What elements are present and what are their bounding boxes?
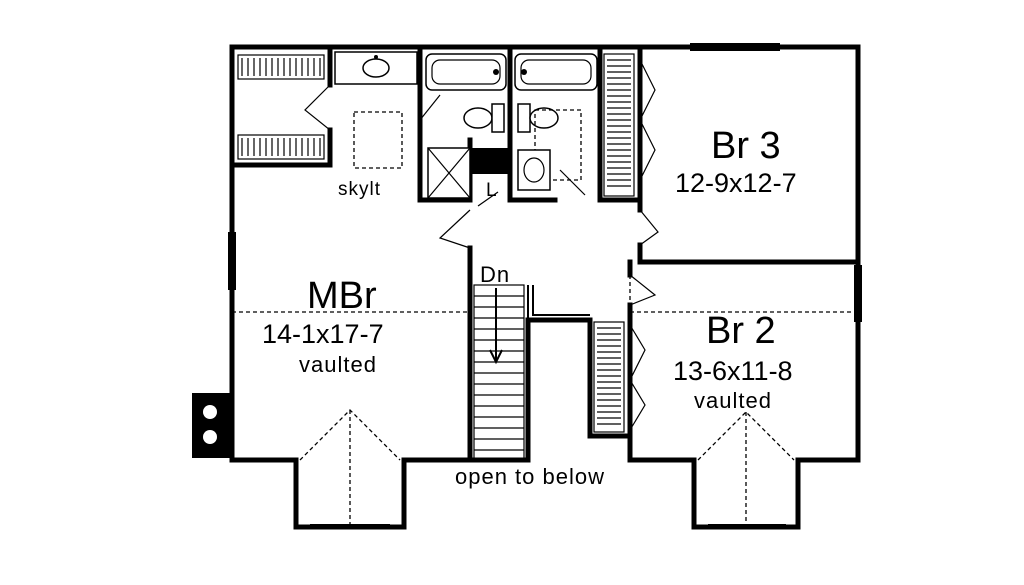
bath1-fixtures	[419, 53, 510, 199]
mbr-name: MBr	[307, 275, 377, 317]
vault-lines	[232, 275, 858, 527]
exterior-walls	[228, 43, 862, 530]
open-to-below: open to below	[455, 464, 605, 489]
stairs	[473, 284, 525, 461]
skylight-label: skylt	[338, 179, 381, 200]
br2-size: 13-6x11-8	[673, 356, 793, 386]
mbr-size: 14-1x17-7	[262, 319, 384, 349]
bath2-fixtures	[514, 53, 598, 196]
br3-name: Br 3	[711, 125, 781, 167]
br2-closet	[593, 321, 646, 433]
closet-shelves	[237, 54, 325, 160]
chimney	[192, 393, 232, 458]
closet-door	[304, 84, 331, 131]
mbr-note: vaulted	[299, 352, 377, 377]
br2-note: vaulted	[694, 388, 772, 413]
br3-size: 12-9x12-7	[675, 168, 797, 198]
hall-doors	[438, 209, 659, 306]
linen-door	[477, 191, 499, 207]
vanity-sink	[334, 51, 418, 85]
br3-closet	[603, 53, 656, 197]
br2-name: Br 2	[706, 310, 776, 352]
skylight	[353, 111, 403, 169]
stair-direction: Dn	[480, 262, 510, 287]
linen-label: L	[486, 180, 498, 201]
